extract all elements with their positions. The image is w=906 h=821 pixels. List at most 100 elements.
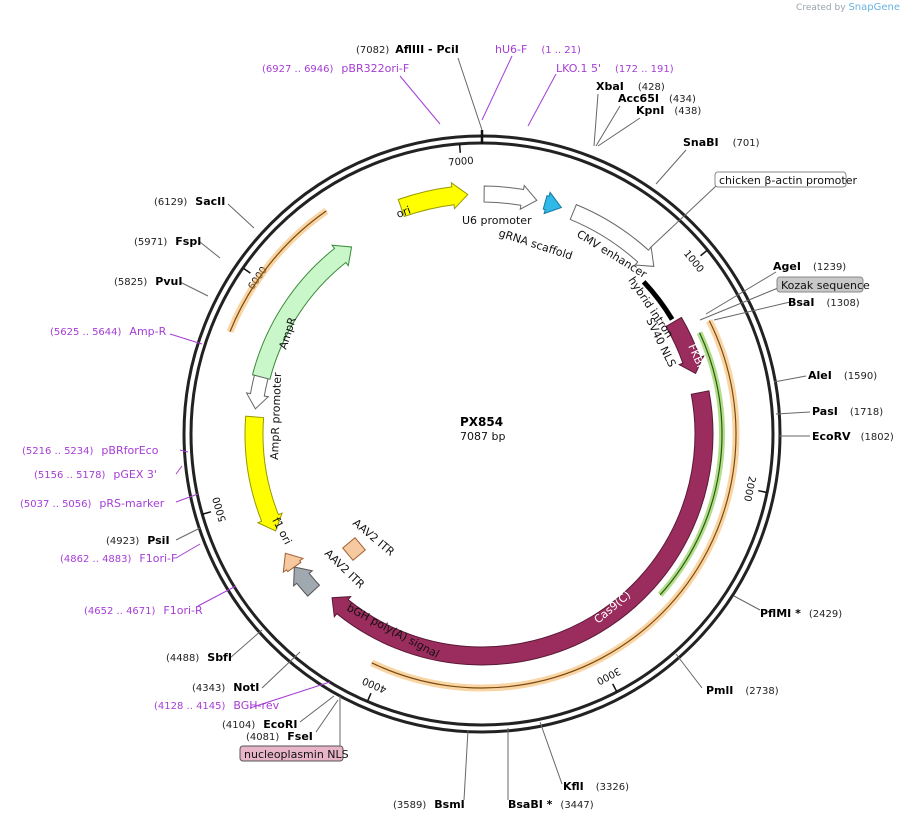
site-leader-1 <box>593 93 599 147</box>
site-leader-19 <box>175 527 201 541</box>
site-ageI: AgeI(1239) <box>773 260 846 273</box>
plasmid-name: PX854 <box>460 415 503 429</box>
primer-lko1: LKO.1 5'(172 .. 191) <box>556 62 674 75</box>
kozak-leader <box>699 287 779 321</box>
tick-label-2000: 2000 <box>741 475 757 502</box>
site-aleI: AleI(1590) <box>808 369 877 382</box>
chicken-actin-leader <box>649 185 717 249</box>
site-acc65I: Acc65I(434) <box>618 92 696 105</box>
ampr-promoter-arrow <box>245 374 270 410</box>
primer-labels: hU6-F(1 .. 21) LKO.1 5'(172 .. 191) (692… <box>20 43 674 712</box>
green-feature-arc-core <box>659 332 723 596</box>
primer-leader-9 <box>249 681 331 709</box>
tick-mark-6000 <box>242 267 251 274</box>
primer-leader-7 <box>175 543 201 559</box>
tick-label-5000: 5000 <box>211 495 229 523</box>
site-leader-15 <box>315 699 339 733</box>
feature-label-bgh-polya: bGH poly(A) signal <box>345 601 442 661</box>
tick-mark-1000 <box>700 249 708 257</box>
primer-leader-6 <box>175 493 199 503</box>
primer-bgh-rev: (4128 .. 4145)BGH-rev <box>154 699 280 712</box>
kozak-text: Kozak sequence <box>781 279 870 292</box>
feature-label-ampr-promoter: AmpR promoter <box>268 372 284 460</box>
site-leader-12 <box>539 721 563 785</box>
cmv-enhancer-arrow <box>569 203 655 267</box>
site-fseI: (4081)FseI <box>246 730 313 743</box>
primer-leader-1 <box>527 73 557 127</box>
site-leader-11 <box>675 653 703 689</box>
site-snaBI: SnaBI(701) <box>683 136 760 149</box>
primer-leader-0 <box>481 55 513 121</box>
snapgene-logo-text: SnapGene <box>848 2 900 13</box>
site-ecoRI: (4104)EcoRI <box>222 718 297 731</box>
tick-mark-3000 <box>612 683 618 693</box>
primer-leader-2 <box>399 75 441 125</box>
site-bsaI: BsaI(1308) <box>788 296 860 309</box>
feature-arcs <box>244 181 714 666</box>
site-leader-2 <box>595 105 621 147</box>
ori-arrow <box>397 181 469 218</box>
site-notI: (4343)NotI <box>192 681 259 694</box>
site-bsaBI: BsaBI *(3447) <box>508 798 594 811</box>
tick-mark-5000 <box>202 511 212 515</box>
chicken-actin-text: chicken β-actin promoter <box>719 174 857 187</box>
site-leader-16 <box>299 695 335 723</box>
site-aflIII: (7082)AflIII - PciI <box>356 43 459 56</box>
site-sacII: (6129)SacII <box>154 195 225 208</box>
site-kflI: KflI(3326) <box>563 780 629 793</box>
site-leader-3 <box>597 117 641 147</box>
site-pmlI: PmlI(2738) <box>706 684 779 697</box>
site-leader-5 <box>705 271 777 315</box>
site-kpnI: KpnI(438) <box>636 104 701 117</box>
boxed-label-nucleoplasmin: nucleoplasmin NLS <box>239 745 349 762</box>
site-leader-4 <box>655 149 687 185</box>
created-by-text: Created by <box>796 3 846 13</box>
site-labels: (7082)AflIII - PciI XbaI(428) Acc65I(434… <box>106 43 894 811</box>
site-leader-22 <box>227 203 255 229</box>
boxed-label-chicken-actin: chicken β-actin promoter <box>714 171 857 188</box>
primer-prs-marker: (5037 .. 5056)pRS-marker <box>20 497 165 510</box>
aav2-itr-marker <box>342 537 366 561</box>
tick-label-7000: 7000 <box>448 156 474 169</box>
fkbp-arrow <box>665 316 705 375</box>
site-xbaI: XbaI(428) <box>596 80 665 93</box>
tick-label-1000: 1000 <box>681 248 706 275</box>
tick-mark-7000 <box>458 143 462 153</box>
primer-f1ori-r: (4652 .. 4671)F1ori-R <box>84 604 203 617</box>
primer-pbrforeco: (5216 .. 5234)pBRforEco <box>22 444 159 457</box>
primer-leader-3 <box>169 333 203 345</box>
site-bsmI: (3589)BsmI <box>393 798 465 811</box>
site-leader-lines <box>169 55 811 801</box>
feature-label-f1-ori: f1 ori <box>269 515 294 546</box>
site-pflMI: PflMI *(2429) <box>760 607 842 620</box>
primer-f1ori-f: (4862 .. 4883)F1ori-F <box>60 552 177 565</box>
feature-track-green <box>657 331 725 597</box>
site-sbfI: (4488)SbfI <box>166 651 232 664</box>
site-fspI: (5971)FspI <box>134 235 201 248</box>
site-psiI: (4923)PsiI <box>106 534 170 547</box>
primer-pbr322ori-f: (6927 .. 6946)pBR322ori-F <box>262 62 409 75</box>
primer-hu6-f: hU6-F(1 .. 21) <box>495 43 581 56</box>
site-leader-8 <box>775 411 811 415</box>
tick-mark-4000 <box>366 692 372 702</box>
feature-track-orange <box>226 208 740 692</box>
site-pasI: PasI(1718) <box>812 405 883 418</box>
feature-label-ori: ori <box>395 204 413 221</box>
tick-label-3000: 3000 <box>594 665 622 687</box>
primer-leader-8 <box>197 585 237 607</box>
site-leader-10 <box>733 595 761 611</box>
tick-mark-2000 <box>758 489 768 494</box>
site-pvuI: (5825)PvuI <box>114 275 182 288</box>
plasmid-length: 7087 bp <box>460 430 505 443</box>
site-leader-18 <box>229 629 263 659</box>
site-leader-17 <box>261 651 301 689</box>
primer-amp-r: (5625 .. 5644)Amp-R <box>50 325 167 338</box>
tick-label-4000: 4000 <box>361 674 389 694</box>
site-ecoRV: EcoRV(1802) <box>812 430 894 443</box>
primer-leader-5 <box>175 465 183 475</box>
site-leader-20 <box>179 281 209 297</box>
snapgene-watermark: Created by SnapGene <box>796 2 900 13</box>
hybrid-intron-bar <box>641 280 675 321</box>
cas9-arrow <box>331 390 714 666</box>
